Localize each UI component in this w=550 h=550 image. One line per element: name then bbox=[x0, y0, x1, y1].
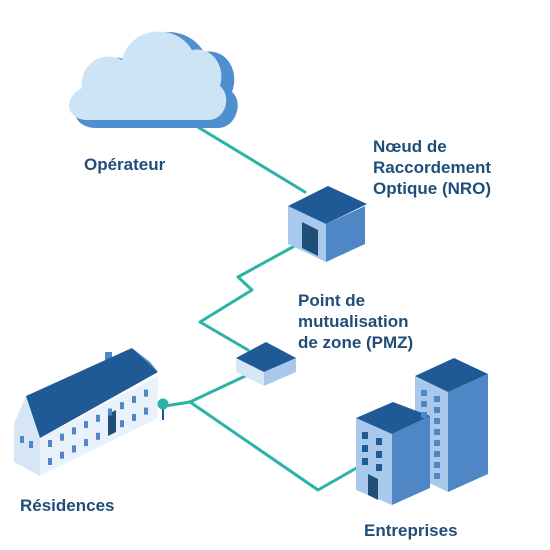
office-window bbox=[434, 429, 440, 435]
office-window bbox=[421, 423, 427, 429]
label-pmz-line-3: de zone (PMZ) bbox=[298, 333, 414, 352]
label-pmz: Point de mutualisation de zone (PMZ) bbox=[298, 290, 413, 353]
residence-window bbox=[132, 413, 136, 421]
label-nro-line-1: Nœud de bbox=[373, 137, 447, 156]
label-pmz-line-1: Point de bbox=[298, 291, 366, 310]
residence-window bbox=[72, 445, 76, 453]
residence-window bbox=[60, 451, 64, 459]
office-window bbox=[421, 401, 427, 407]
label-entreprises: Entreprises bbox=[364, 521, 458, 540]
office-window bbox=[376, 464, 382, 471]
office-window bbox=[362, 432, 368, 439]
residence-window bbox=[96, 432, 100, 440]
residence-window bbox=[60, 433, 64, 441]
entreprises-windows bbox=[362, 390, 440, 479]
pmz-cabinet-icon bbox=[236, 342, 296, 386]
office-window bbox=[434, 407, 440, 413]
link-nro-pmz bbox=[198, 241, 302, 352]
label-operateur: Opérateur bbox=[84, 155, 166, 174]
nro-building-icon bbox=[288, 186, 367, 262]
residence-window bbox=[48, 440, 52, 447]
residence-window bbox=[108, 408, 112, 416]
office-window bbox=[421, 467, 427, 473]
office-window bbox=[376, 438, 382, 445]
residence-window bbox=[144, 407, 148, 415]
office-window bbox=[434, 451, 440, 457]
residence-window bbox=[132, 395, 136, 403]
office-window bbox=[421, 445, 427, 451]
office-window bbox=[362, 458, 368, 465]
fiber-links bbox=[148, 96, 362, 492]
office-window bbox=[421, 456, 427, 462]
office-window bbox=[362, 445, 368, 452]
residence-window bbox=[96, 414, 100, 422]
residences-building-icon bbox=[14, 348, 158, 476]
cloud-icon bbox=[69, 31, 238, 129]
residence-window bbox=[120, 420, 124, 428]
residence-window bbox=[48, 458, 52, 465]
office-window bbox=[434, 396, 440, 402]
office-window bbox=[434, 440, 440, 446]
label-pmz-line-2: mutualisation bbox=[298, 312, 409, 331]
office-window bbox=[421, 412, 427, 418]
label-nro: Nœud de Raccordement Optique (NRO) bbox=[373, 136, 491, 199]
residence-window bbox=[72, 427, 76, 435]
office-window bbox=[434, 418, 440, 424]
residence-window bbox=[84, 439, 88, 447]
residence-connection-point bbox=[157, 398, 169, 420]
entreprises-buildings-icon bbox=[356, 358, 488, 505]
office-window bbox=[434, 473, 440, 479]
office-window bbox=[421, 434, 427, 440]
label-residences: Résidences bbox=[20, 496, 115, 515]
office-window bbox=[376, 451, 382, 458]
link-pmz-entreprises bbox=[188, 400, 362, 492]
residences-windows bbox=[48, 389, 148, 465]
office-window bbox=[434, 462, 440, 468]
residence-window bbox=[84, 421, 88, 429]
label-nro-line-3: Optique (NRO) bbox=[373, 179, 492, 198]
label-nro-line-2: Raccordement bbox=[373, 158, 492, 177]
residence-window bbox=[120, 402, 124, 410]
office-window bbox=[421, 390, 427, 396]
residence-window bbox=[144, 389, 148, 397]
